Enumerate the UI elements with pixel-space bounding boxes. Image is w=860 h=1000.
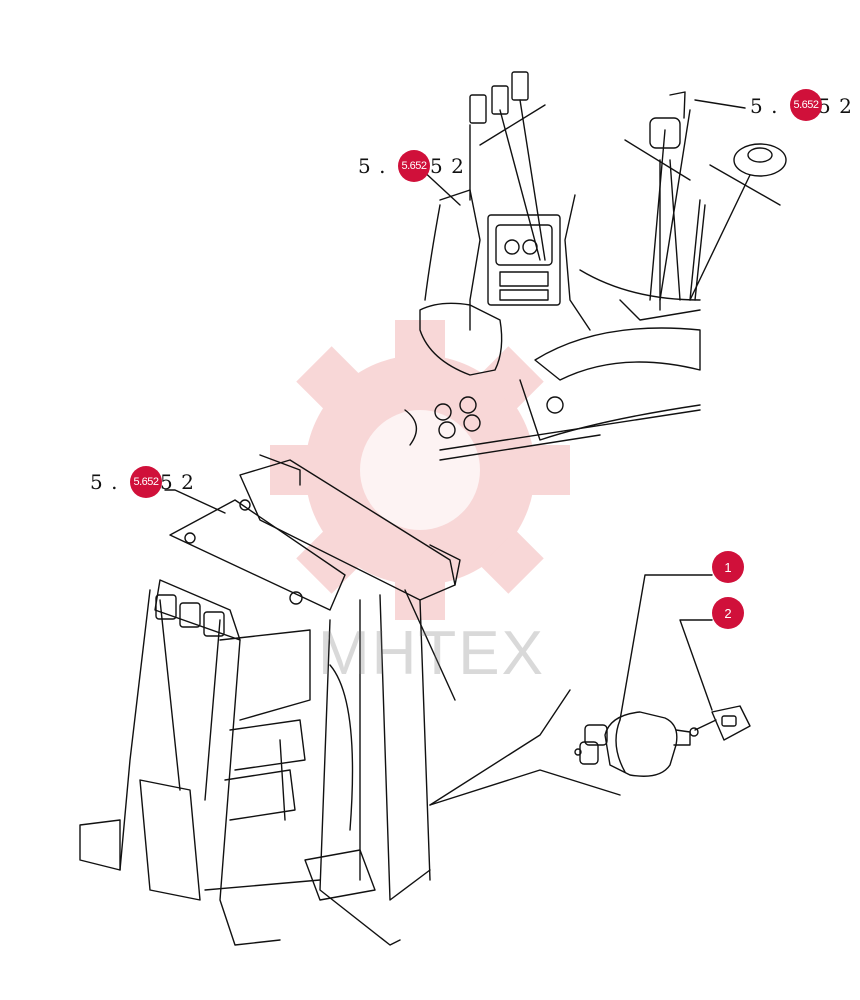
- reference-suffix-cab: 5 2: [160, 470, 195, 494]
- watermark-gear: [270, 320, 570, 620]
- ignition-switch-upper: [649, 91, 787, 177]
- leader-lines-cab: [429, 689, 621, 806]
- operator-seat-upper: [439, 159, 706, 461]
- reference-suffix-console: 5 2: [430, 154, 465, 178]
- reference-badge-cab[interactable]: 5.652: [130, 466, 162, 498]
- reference-suffix-ignition: 5 2: [818, 94, 853, 118]
- reference-suffix: 5 2: [160, 470, 195, 494]
- watermark-text: MHTEX: [318, 619, 545, 688]
- reference-label-cab: 5 .: [90, 470, 118, 494]
- reference-prefix: 5 .: [358, 154, 387, 178]
- reference-badge-ignition[interactable]: 5.652: [790, 89, 822, 121]
- operator-cab: [79, 454, 461, 946]
- reference-suffix: 5 2: [430, 154, 465, 178]
- reference-label-console: 5 .: [358, 154, 386, 178]
- reference-prefix: 5 .: [750, 94, 779, 118]
- callout-1[interactable]: 1: [712, 551, 744, 583]
- rubber-mounts: [404, 396, 481, 446]
- reference-label-ignition: 5 .: [750, 94, 778, 118]
- part-1-ignition-switch: [574, 711, 691, 777]
- reference-badge-console[interactable]: 5.652: [398, 150, 430, 182]
- reference-prefix: 5 .: [90, 470, 119, 494]
- leader-lines-top: [469, 99, 781, 301]
- part-2-key: [689, 705, 751, 741]
- instrument-console: [419, 189, 701, 376]
- callout-2[interactable]: 2: [712, 597, 744, 629]
- reference-suffix: 5 2: [818, 94, 853, 118]
- switch-group: [469, 71, 529, 124]
